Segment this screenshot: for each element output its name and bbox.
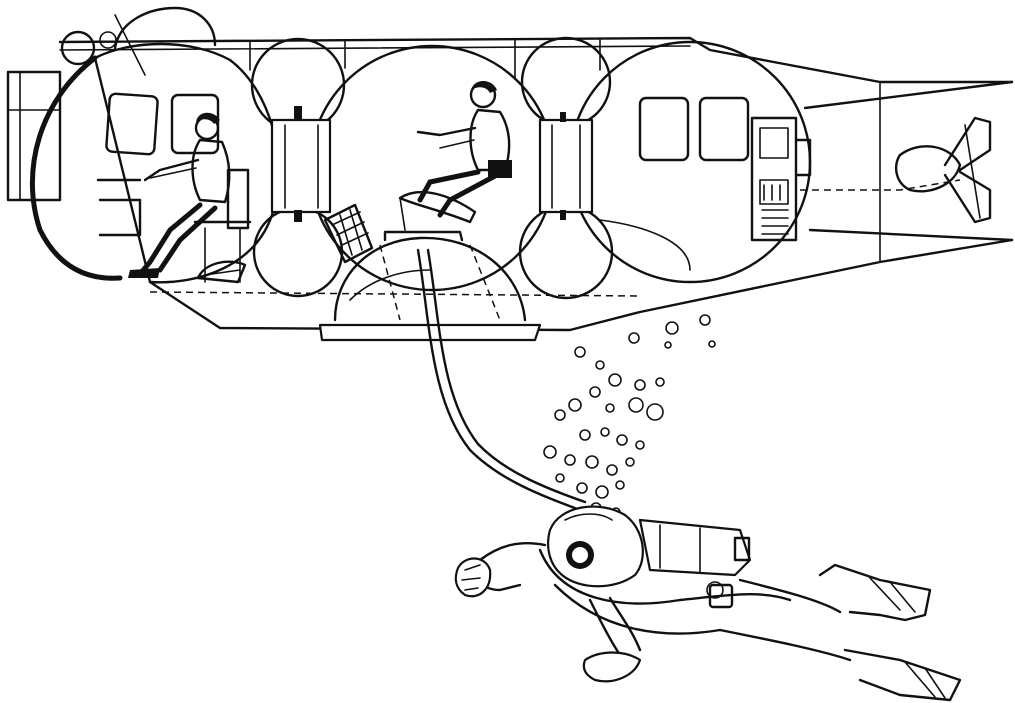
- propeller-blade-upper: [943, 116, 992, 172]
- forward-transfer-hatch: [270, 118, 332, 214]
- porthole-2: [170, 93, 220, 155]
- porthole-4: [698, 96, 750, 162]
- transfer-hatches: [270, 106, 594, 222]
- porthole-3: [638, 96, 690, 162]
- porthole-1: [105, 92, 159, 156]
- aft-crew-sphere: [568, 40, 812, 284]
- diver-umbilical: [416, 248, 587, 512]
- pilot-figure: [96, 112, 252, 283]
- observer-figure: [398, 81, 512, 231]
- pressure-spheres: [93, 36, 812, 300]
- propeller-blade-lower: [943, 170, 992, 224]
- air-bubbles: [543, 314, 716, 517]
- viewports: [105, 92, 750, 162]
- diver-lockout-sphere: [308, 44, 556, 292]
- submarine-hull: [6, 6, 1014, 332]
- stern-section: [800, 80, 1014, 242]
- control-console: [750, 116, 812, 242]
- aft-transfer-hatch: [538, 118, 594, 214]
- scuba-diver: [454, 505, 962, 702]
- propeller-hub: [894, 145, 962, 193]
